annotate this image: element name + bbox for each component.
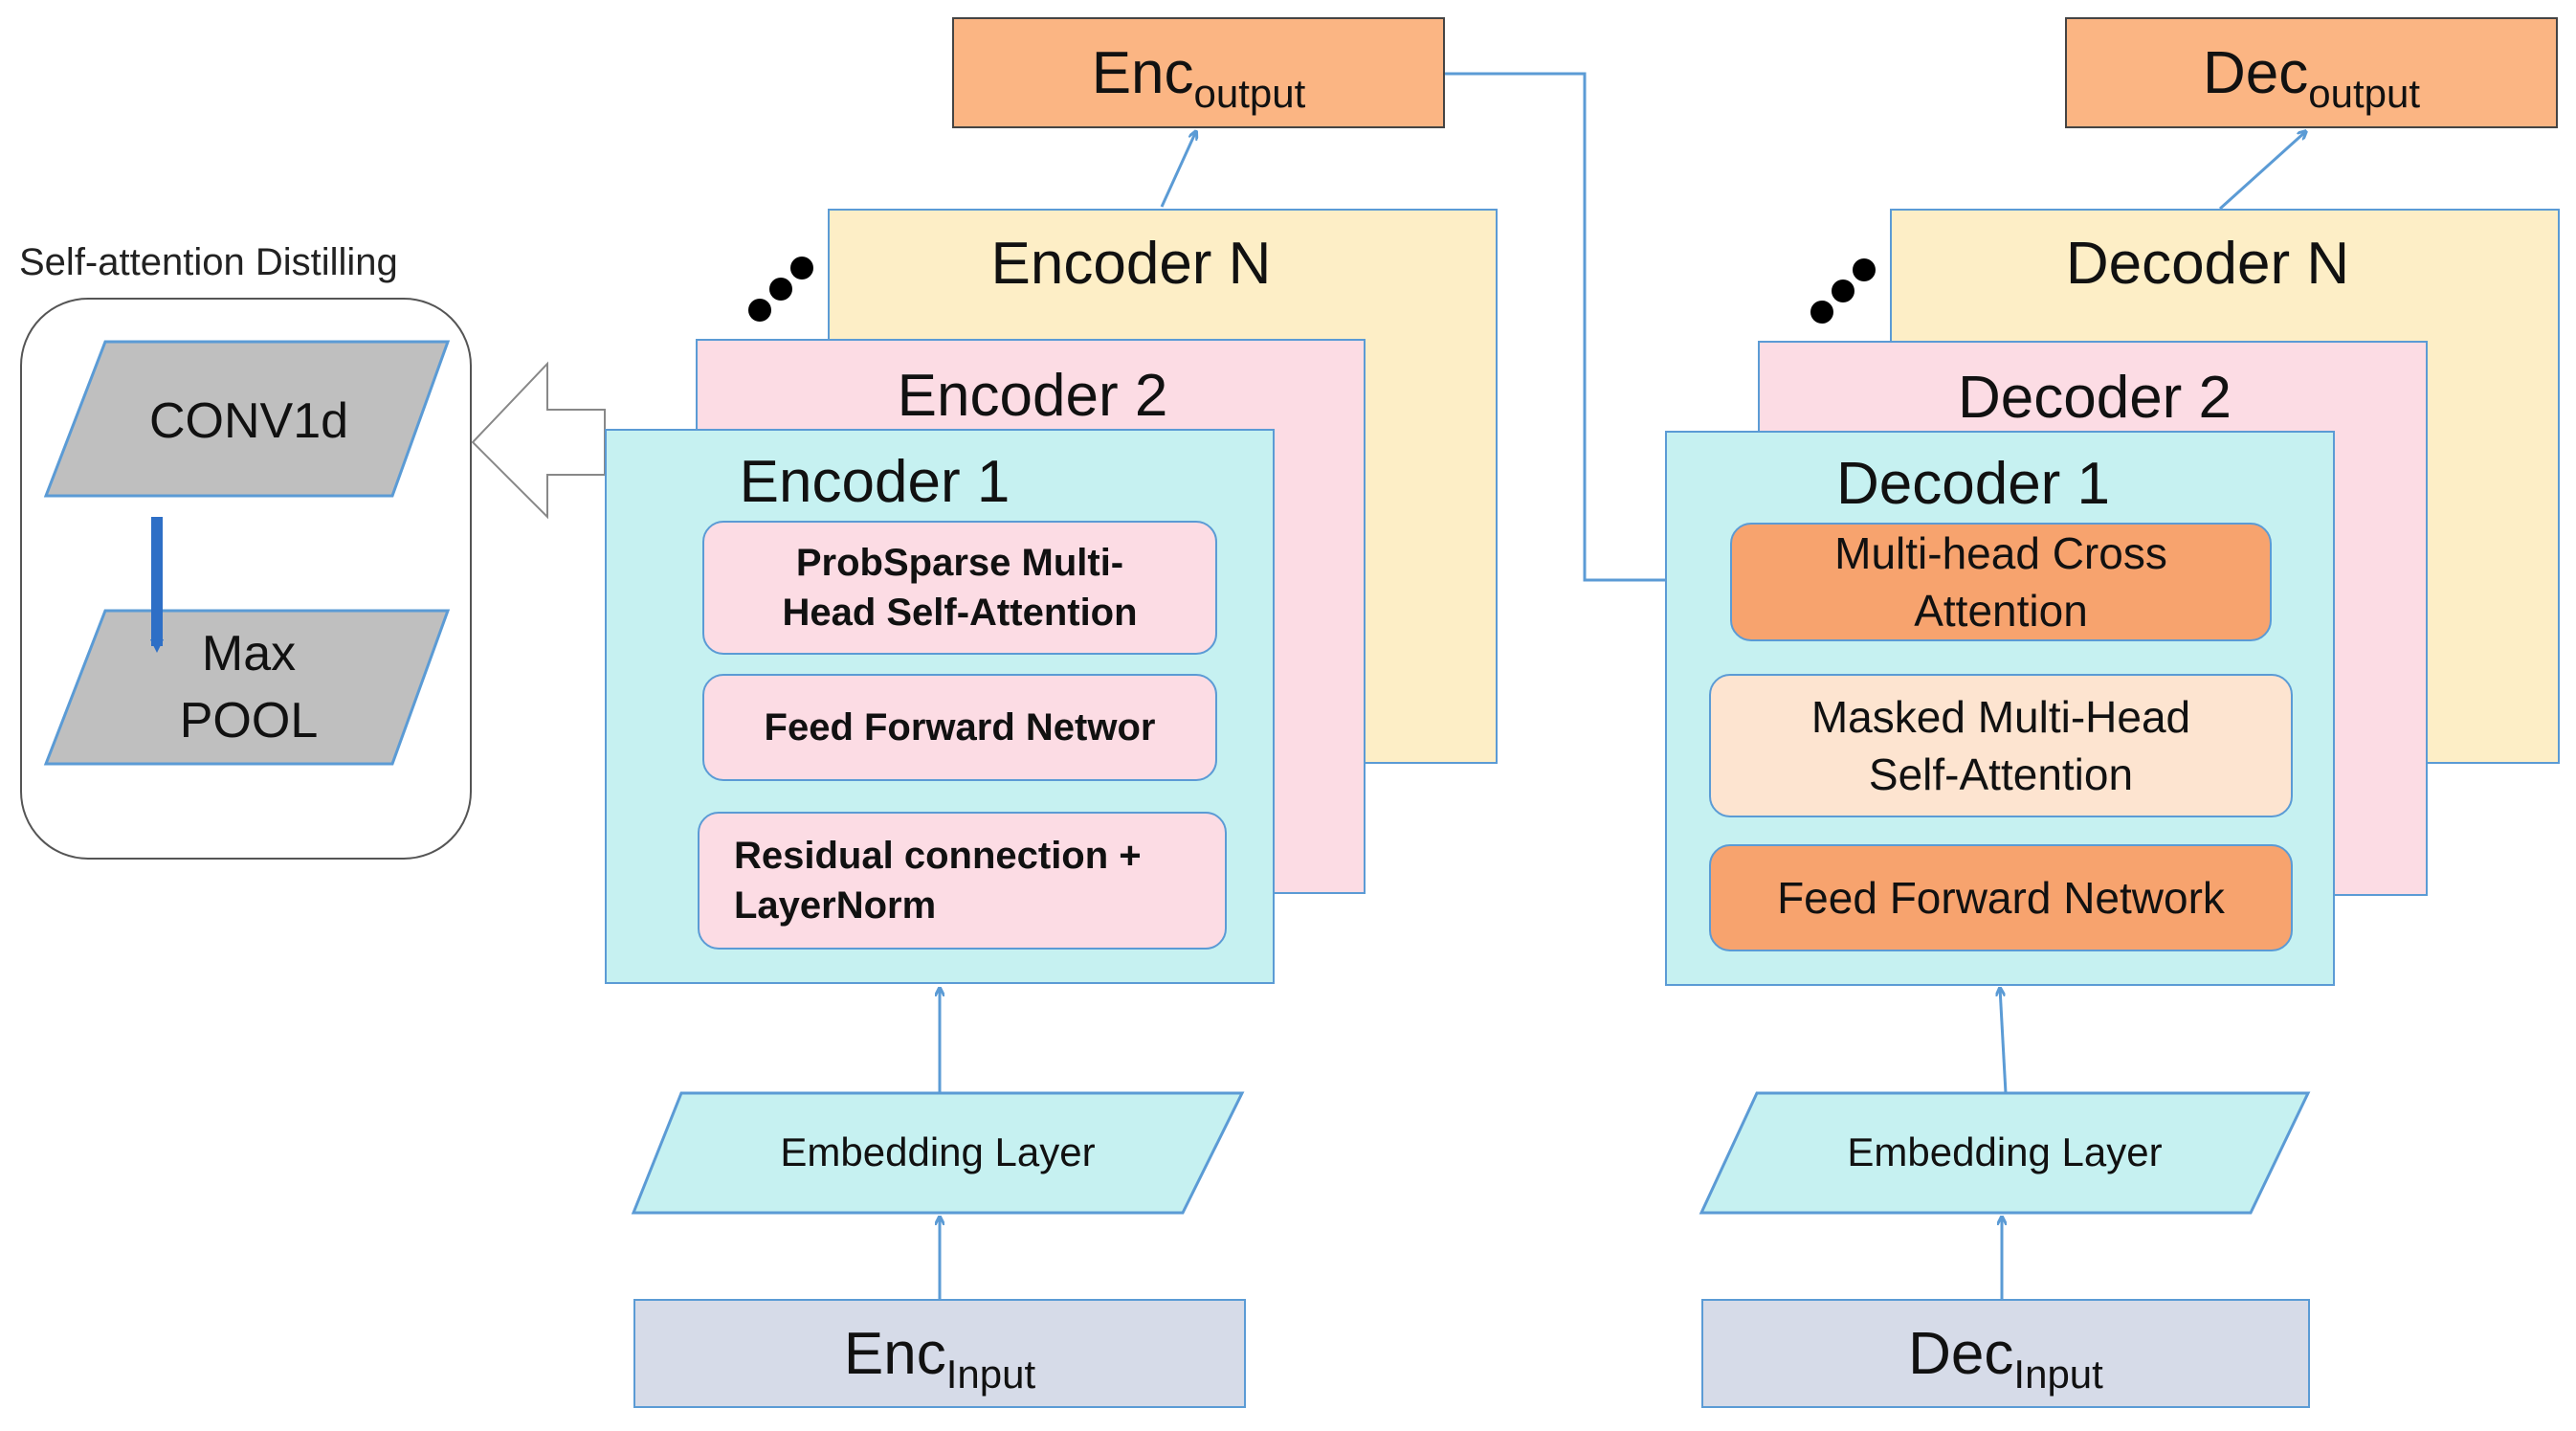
dec-ellipsis-dot-3 — [1853, 258, 1876, 281]
enc-embedding-shape — [631, 1091, 1245, 1215]
encoder-2-title: Encoder 2 — [897, 363, 1168, 429]
dec-input-sub: Input — [2013, 1352, 2103, 1397]
enc-ellipsis-dot-1 — [748, 299, 771, 322]
dec-cross-line2: Attention — [1914, 586, 2088, 636]
conv1d-label: CONV1d — [148, 393, 349, 449]
enc-attention-line2: Head Self-Attention — [782, 592, 1138, 634]
encoder-1-title: Encoder 1 — [739, 449, 1010, 515]
enc-ellipsis-dot-2 — [769, 278, 792, 301]
dec-embedding-shape — [1699, 1091, 2311, 1215]
dec-ellipsis-dot-2 — [1832, 279, 1854, 302]
distilling-title: Self-attention Distilling — [19, 241, 398, 283]
enc-residual-box: Residual connection + LayerNorm — [698, 812, 1227, 950]
dec-ellipsis-dot-1 — [1810, 301, 1833, 324]
dec-masked-line1: Masked Multi-Head — [1810, 692, 2191, 742]
maxpool-shape — [43, 609, 451, 766]
enc-feed-forward-box: Feed Forward Networ — [702, 674, 1217, 781]
dec-input-main: Dec — [1908, 1320, 2014, 1387]
dec-output-main: Dec — [2202, 39, 2309, 106]
dec-masked-attention-box: Masked Multi-Head Self-Attention — [1709, 674, 2293, 817]
maxpool-line2: POOL — [179, 693, 319, 749]
enc-input-main: Enc — [843, 1320, 946, 1387]
dec-output-sub: output — [2308, 71, 2421, 116]
dec-feed-forward-box: Feed Forward Network — [1709, 844, 2293, 951]
conv1d-shape — [43, 340, 451, 498]
enc-to-cross-connector — [1445, 72, 1726, 580]
enc-residual-line1: Residual connection + — [734, 835, 1142, 877]
decoder-2-title: Decoder 2 — [1957, 365, 2232, 431]
encoder-n-title: Encoder N — [990, 231, 1272, 297]
encoder-1-card: Encoder 1 ProbSparse Multi- Head Self-At… — [605, 429, 1275, 984]
enc-output-sub: output — [1193, 71, 1306, 116]
enc-embedding-label: Embedding Layer — [780, 1129, 1096, 1174]
dec-masked-line2: Self-Attention — [1868, 749, 2134, 799]
distill-hollow-arrow — [471, 361, 606, 520]
enc-output-main: Enc — [1091, 39, 1194, 106]
maxpool-line1: Max — [201, 626, 297, 682]
decoder-n-title: Decoder N — [2065, 231, 2350, 297]
dec-embedding-label: Embedding Layer — [1847, 1129, 2163, 1174]
enc-attention-line1: ProbSparse Multi- — [795, 542, 1124, 584]
enc-input-sub: Input — [945, 1352, 1036, 1397]
enc-ellipsis-dot-3 — [790, 257, 813, 279]
enc-probsparse-attention-box: ProbSparse Multi- Head Self-Attention — [702, 521, 1217, 655]
maxpool-label: Max POOL — [77, 620, 421, 754]
dec-cross-line1: Multi-head Cross — [1834, 528, 2167, 578]
enc-residual-line2: LayerNorm — [734, 884, 937, 927]
decoder-1-card: Decoder 1 Multi-head Cross Attention Mas… — [1665, 431, 2335, 986]
decoder-1-title: Decoder 1 — [1835, 451, 2111, 517]
dec-cross-attention-box: Multi-head Cross Attention — [1730, 523, 2272, 641]
